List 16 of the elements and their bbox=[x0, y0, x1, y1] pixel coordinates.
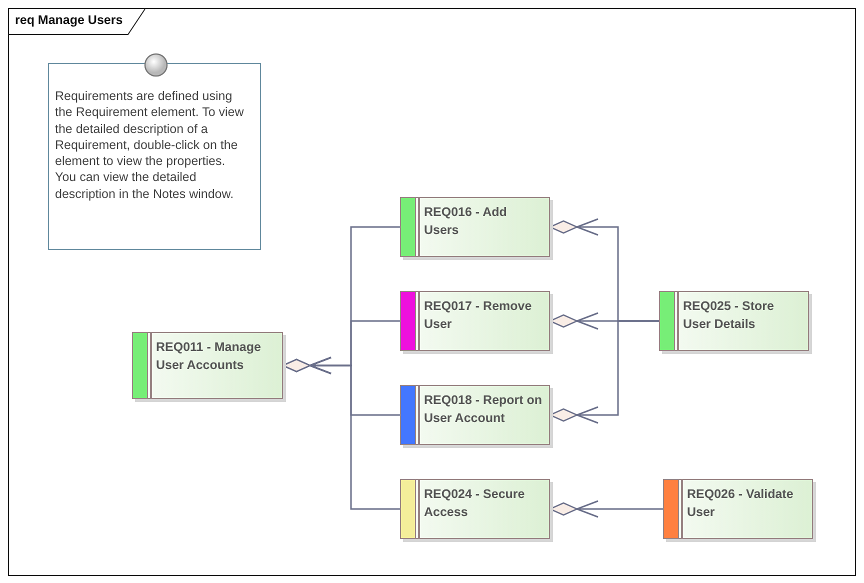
diagram-title: req Manage Users bbox=[15, 13, 123, 27]
requirement-box bbox=[400, 197, 550, 257]
requirement-box bbox=[400, 291, 550, 351]
requirement-label: REQ016 - Add Users bbox=[424, 204, 508, 239]
requirement-box bbox=[400, 385, 550, 445]
note-text: Requirements are defined using the Requirement element. To view the detailed description of a Requirement, double-click on the element to view the properties. You can view the detailed description in the Notes window. bbox=[55, 88, 245, 202]
requirement-label: REQ025 - Store User Details bbox=[683, 298, 776, 333]
requirement-box bbox=[132, 332, 283, 399]
requirement-label: REQ018 - Report on User Account bbox=[424, 392, 544, 427]
requirement-box bbox=[659, 291, 809, 351]
requirement-box bbox=[400, 479, 550, 539]
requirement-label: REQ026 - Validate User bbox=[687, 486, 794, 521]
requirement-label: REQ024 - Secure Access bbox=[424, 486, 526, 521]
requirement-label: REQ011 - Manage User Accounts bbox=[156, 339, 262, 374]
requirement-box bbox=[663, 479, 813, 539]
requirement-label: REQ017 - Remove User bbox=[424, 298, 533, 333]
